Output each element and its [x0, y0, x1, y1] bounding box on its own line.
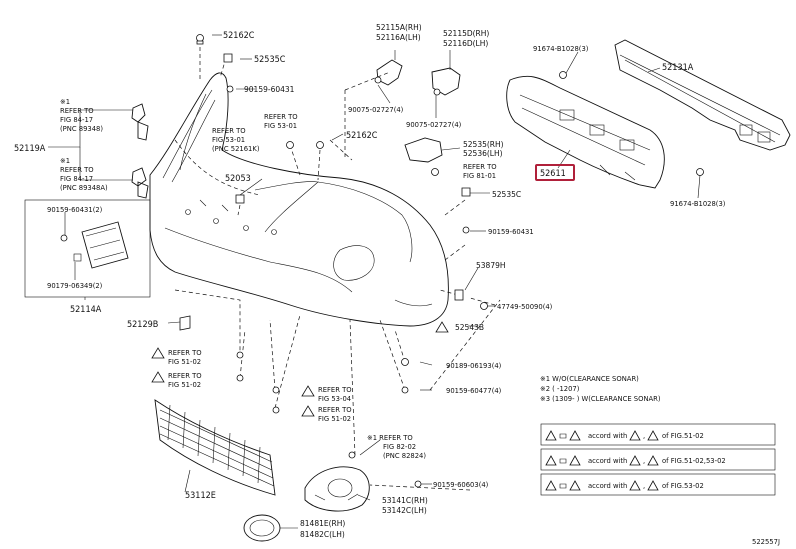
selected-part-highlight [535, 164, 575, 181]
ref4-line3[interactable]: (PNC 52161K) [212, 145, 260, 153]
legend-row1-of: of FIG.51-02 [662, 432, 704, 440]
ref2-line1[interactable]: REFER TO [60, 166, 94, 174]
refer-to-notes: ※1 REFER TO FIG 84-17 (PNC 89348) ※1 REF… [60, 98, 497, 460]
legend-comma1: , [643, 432, 645, 440]
label-90159-60431-box[interactable]: 90159-60431(2) [47, 206, 103, 214]
ref6-line1[interactable]: REFER TO [168, 349, 202, 357]
bumper-reinforcement-drawing [614, 39, 791, 151]
legend-row1-accord: accord with [588, 432, 627, 440]
license-bracket-box [24, 199, 151, 298]
ref9-line1[interactable]: REFER TO [318, 406, 352, 414]
ref1-line3[interactable]: (PNC 89348) [60, 125, 103, 133]
legend-comma2: , [643, 457, 645, 465]
label-90159-60477[interactable]: 90159-60477(4) [446, 387, 502, 395]
label-90075-left[interactable]: 90075-02727(4) [348, 106, 404, 114]
label-52536[interactable]: 52536(LH) [463, 149, 503, 158]
fog-ring-drawing [243, 514, 281, 542]
ref5-line2[interactable]: FIG 81-01 [463, 172, 496, 180]
label-52053[interactable]: 52053 [225, 174, 251, 184]
label-90159-60431-top[interactable]: 90159-60431 [244, 85, 295, 94]
ref3-line2[interactable]: FIG 53-01 [264, 122, 297, 130]
label-90159-60603[interactable]: 90159-60603(4) [433, 481, 489, 489]
label-52535c-top[interactable]: 52535C [254, 55, 286, 65]
ref1-note: ※1 [60, 98, 70, 106]
label-52543b[interactable]: 52543B [455, 323, 484, 332]
label-52119a[interactable]: 52119A [14, 144, 46, 154]
label-52162c-top[interactable]: 52162C [223, 31, 255, 41]
ref8-line1[interactable]: REFER TO [318, 386, 352, 394]
label-91674-bottom[interactable]: 91674-B1028(3) [670, 200, 726, 208]
legend-row3-of: of FIG.53-02 [662, 482, 704, 490]
ref2-line2[interactable]: FIG 84-17 [60, 175, 93, 183]
leader-lines [48, 34, 701, 529]
diagram-code: 522557J [752, 538, 780, 546]
label-52535c-mid[interactable]: 52535C [492, 190, 521, 199]
ref3-line1[interactable]: REFER TO [264, 113, 298, 121]
ref2-line3[interactable]: (PNC 89348A) [60, 184, 108, 192]
label-52116d[interactable]: 52116D(LH) [443, 39, 488, 48]
left-brackets-drawing [131, 103, 149, 199]
lower-grille-drawing [154, 399, 276, 496]
label-90189[interactable]: 90189-06193(4) [446, 362, 502, 370]
label-52114a[interactable]: 52114A [70, 305, 102, 315]
ref10-line1[interactable]: ※1 REFER TO [367, 434, 413, 442]
ref4-line1[interactable]: REFER TO [212, 127, 246, 135]
legend-comma3: , [643, 482, 645, 490]
label-90179[interactable]: 90179-06349(2) [47, 282, 103, 290]
ref6-line2[interactable]: FIG 51-02 [168, 358, 201, 366]
label-52116a[interactable]: 52116A(LH) [376, 33, 421, 42]
applicability-notes: ※1 W/O(CLEARANCE SONAR) ※2 ( -1207) ※3 (… [540, 375, 661, 403]
fog-cover-drawing [304, 466, 370, 512]
label-81481e[interactable]: 81481E(RH) [300, 519, 345, 528]
energy-absorber-drawing [506, 75, 665, 189]
legend-row2-of: of FIG.51-02,53-02 [662, 457, 726, 465]
note-3: ※3 (1309- ) W(CLEARANCE SONAR) [540, 395, 661, 403]
bumper-cover-drawing [149, 72, 449, 327]
ref4-line2[interactable]: FIG 53-01 [212, 136, 245, 144]
ref1-line2[interactable]: FIG 84-17 [60, 116, 93, 124]
label-52611[interactable]: 52611 [540, 169, 566, 179]
note-2: ※2 ( -1207) [540, 385, 580, 393]
ref7-line2[interactable]: FIG 51-02 [168, 381, 201, 389]
ref2-note: ※1 [60, 157, 70, 165]
label-52535[interactable]: 52535(RH) [463, 140, 504, 149]
legend-row3-accord: accord with [588, 482, 627, 490]
label-81482c[interactable]: 81482C(LH) [300, 530, 345, 539]
caution-legend: accord with , of FIG.51-02 accord with ,… [540, 423, 776, 496]
ref10-line2[interactable]: FIG 82-02 [383, 443, 416, 451]
ref7-line1[interactable]: REFER TO [168, 372, 202, 380]
ref9-line2[interactable]: FIG 51-02 [318, 415, 351, 423]
label-52129b[interactable]: 52129B [127, 320, 158, 330]
ref1-line1[interactable]: REFER TO [60, 107, 94, 115]
label-52115d[interactable]: 52115D(RH) [443, 29, 489, 38]
label-53879h[interactable]: 53879H [476, 261, 506, 270]
label-90075-right[interactable]: 90075-02727(4) [406, 121, 462, 129]
label-53141c[interactable]: 53141C(RH) [382, 496, 428, 505]
label-52115a[interactable]: 52115A(RH) [376, 23, 422, 32]
label-52131a[interactable]: 52131A [662, 63, 694, 73]
note-1: ※1 W/O(CLEARANCE SONAR) [540, 375, 639, 383]
ref8-line2[interactable]: FIG 53-04 [318, 395, 351, 403]
ref10-line3[interactable]: (PNC 82824) [383, 452, 426, 460]
fasteners [60, 34, 704, 488]
label-52162c-mid[interactable]: 52162C [346, 131, 378, 141]
ref5-line1[interactable]: REFER TO [463, 163, 497, 171]
label-90159-60431-right[interactable]: 90159-60431 [488, 228, 534, 236]
label-47749[interactable]: 47749-50090(4) [497, 303, 553, 311]
legend-row2-accord: accord with [588, 457, 627, 465]
label-91674-top[interactable]: 91674-B1028(3) [533, 45, 589, 53]
label-53142c[interactable]: 53142C(LH) [382, 506, 427, 515]
label-53112e[interactable]: 53112E [185, 491, 216, 501]
